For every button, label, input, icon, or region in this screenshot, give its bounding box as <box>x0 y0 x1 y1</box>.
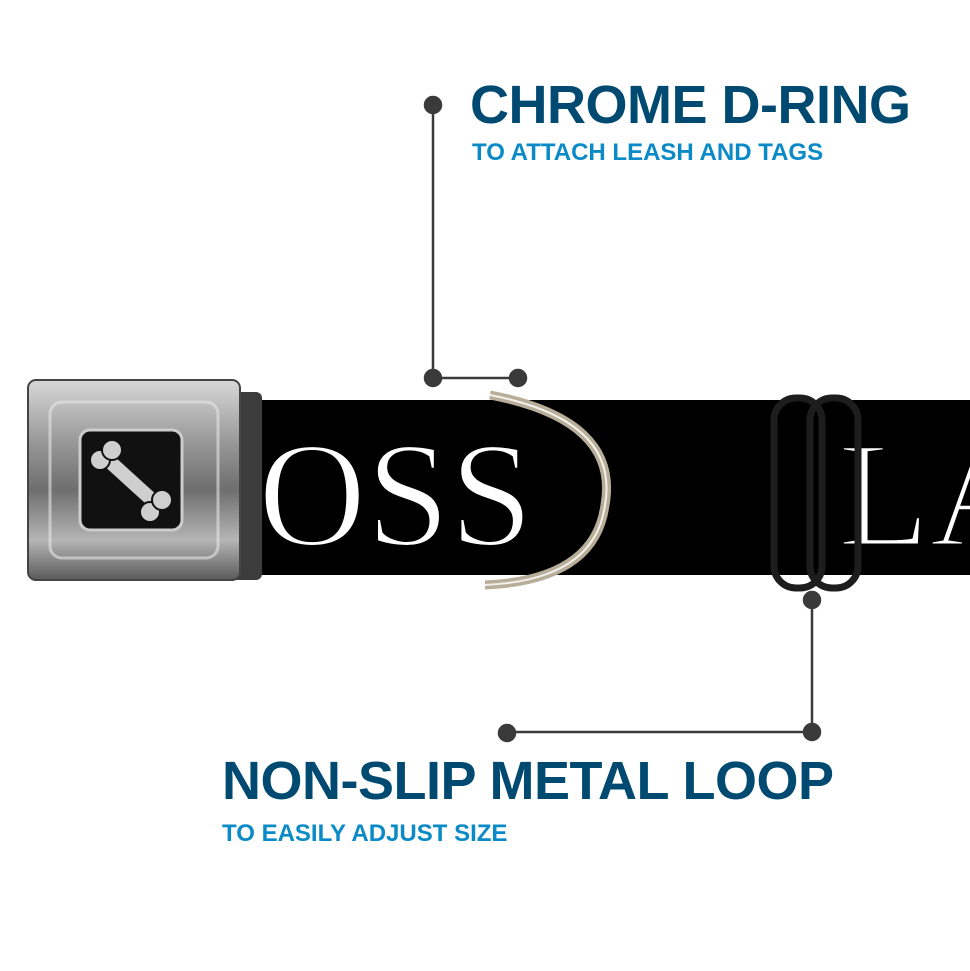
collar-strap <box>230 400 970 575</box>
collar-print-left: OSS <box>258 412 533 578</box>
callout-subtitle-loop: TO EASILY ADJUST SIZE <box>222 820 508 847</box>
seatbelt-buckle <box>27 379 262 581</box>
leader-line-loop <box>497 590 822 743</box>
bone-logo-icon <box>89 439 173 523</box>
metal-loop <box>770 394 862 592</box>
leader-line-d-ring <box>423 95 528 388</box>
callout-subtitle-d-ring: TO ATTACH LEASH AND TAGS <box>472 139 824 166</box>
callout-title-loop: NON-SLIP METAL LOOP <box>222 751 834 811</box>
callout-title-d-ring: CHROME D-RING <box>470 75 911 135</box>
